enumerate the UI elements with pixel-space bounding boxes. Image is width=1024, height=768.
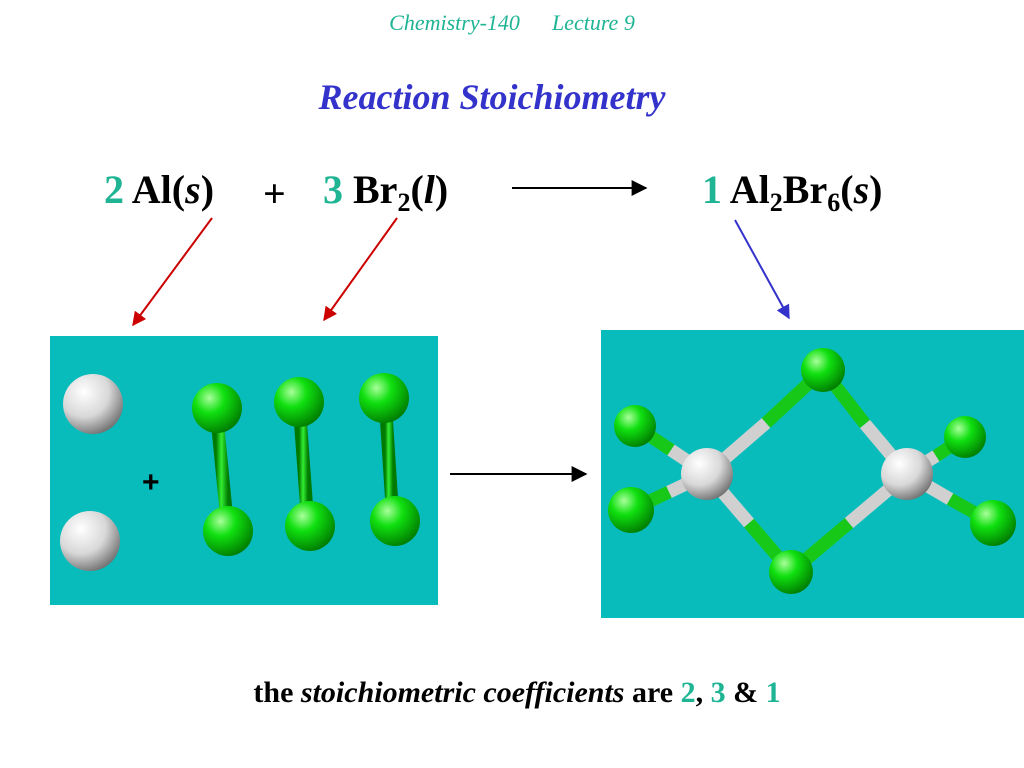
product-model-panel (601, 330, 1024, 618)
aluminum-atom (681, 448, 733, 500)
reactant-model-image (60, 373, 420, 571)
bromine-atom (801, 348, 845, 392)
footer-coefficient-2: 3 (710, 676, 726, 709)
footer-separator-ampersand: & (733, 676, 759, 709)
coefficient-product: 1 (702, 167, 722, 212)
pointer-arrow-bromine (323, 217, 398, 322)
footer-word-the: the (253, 676, 294, 709)
aluminum-state-close: ) (200, 167, 215, 212)
bromine-atom (370, 496, 420, 546)
product-symbol-al: Al (729, 167, 770, 212)
bromine-atom (203, 506, 253, 556)
course-label: Chemistry-140 (389, 10, 520, 35)
aluminum-state-open: ( (171, 167, 186, 212)
bromine-atom (192, 383, 242, 433)
bromine-atom (608, 487, 654, 533)
bromine-state-open: ( (410, 167, 424, 212)
bromine-atom (769, 550, 813, 594)
coefficients-statement: the stoichiometric coefficients are 2, 3… (0, 676, 1024, 710)
bromine-atom (614, 405, 656, 447)
pointer-arrow-product (734, 219, 790, 320)
bromine-state: l (423, 167, 435, 212)
equation-plus: + (263, 171, 286, 216)
aluminum-atom (60, 511, 120, 571)
coefficient-bromine: 3 (323, 167, 343, 212)
bromine-atom (970, 500, 1016, 546)
reactant-plus-sign: + (142, 466, 160, 499)
equation-term-aluminum: 2 Al(s) (104, 170, 214, 210)
footer-coefficient-3: 1 (765, 676, 781, 709)
equation-term-product: 1 Al2Br6(s) (702, 167, 883, 216)
product-state-open: ( (840, 167, 854, 212)
bromine-symbol: Br (353, 167, 398, 212)
footer-separator-comma: , (695, 676, 704, 709)
aluminum-state: s (185, 167, 201, 212)
product-symbol-br: Br (782, 167, 828, 212)
footer-italic-phrase: stoichiometric coefficients (300, 676, 625, 709)
slide-header: Chemistry-140 Lecture 9 (0, 10, 1024, 36)
pointer-arrow-aluminum (132, 217, 213, 327)
footer-coefficient-1: 2 (680, 676, 696, 709)
product-state-close: ) (869, 167, 883, 212)
bromine-state-close: ) (434, 167, 449, 212)
coefficient-aluminum: 2 (104, 167, 124, 212)
bromine-atom (359, 373, 409, 423)
reactant-model-panel: + (50, 336, 438, 605)
bromine-atom (274, 377, 324, 427)
bromine-subscript: 2 (397, 188, 411, 217)
product-state: s (853, 167, 870, 212)
bromine-atom (285, 501, 335, 551)
equation-term-bromine: 3 Br2(l) (323, 167, 449, 216)
bromine-atom (944, 416, 986, 458)
aluminum-atom (63, 374, 123, 434)
aluminum-atom (881, 448, 933, 500)
product-subscript-al: 2 (769, 188, 783, 217)
aluminum-symbol: Al (131, 167, 172, 212)
product-model-image (608, 348, 1016, 594)
lecture-label: Lecture 9 (551, 10, 635, 35)
product-subscript-br: 6 (827, 188, 841, 217)
footer-word-are: are (631, 676, 674, 709)
slide-title: Reaction Stoichiometry (318, 77, 666, 117)
